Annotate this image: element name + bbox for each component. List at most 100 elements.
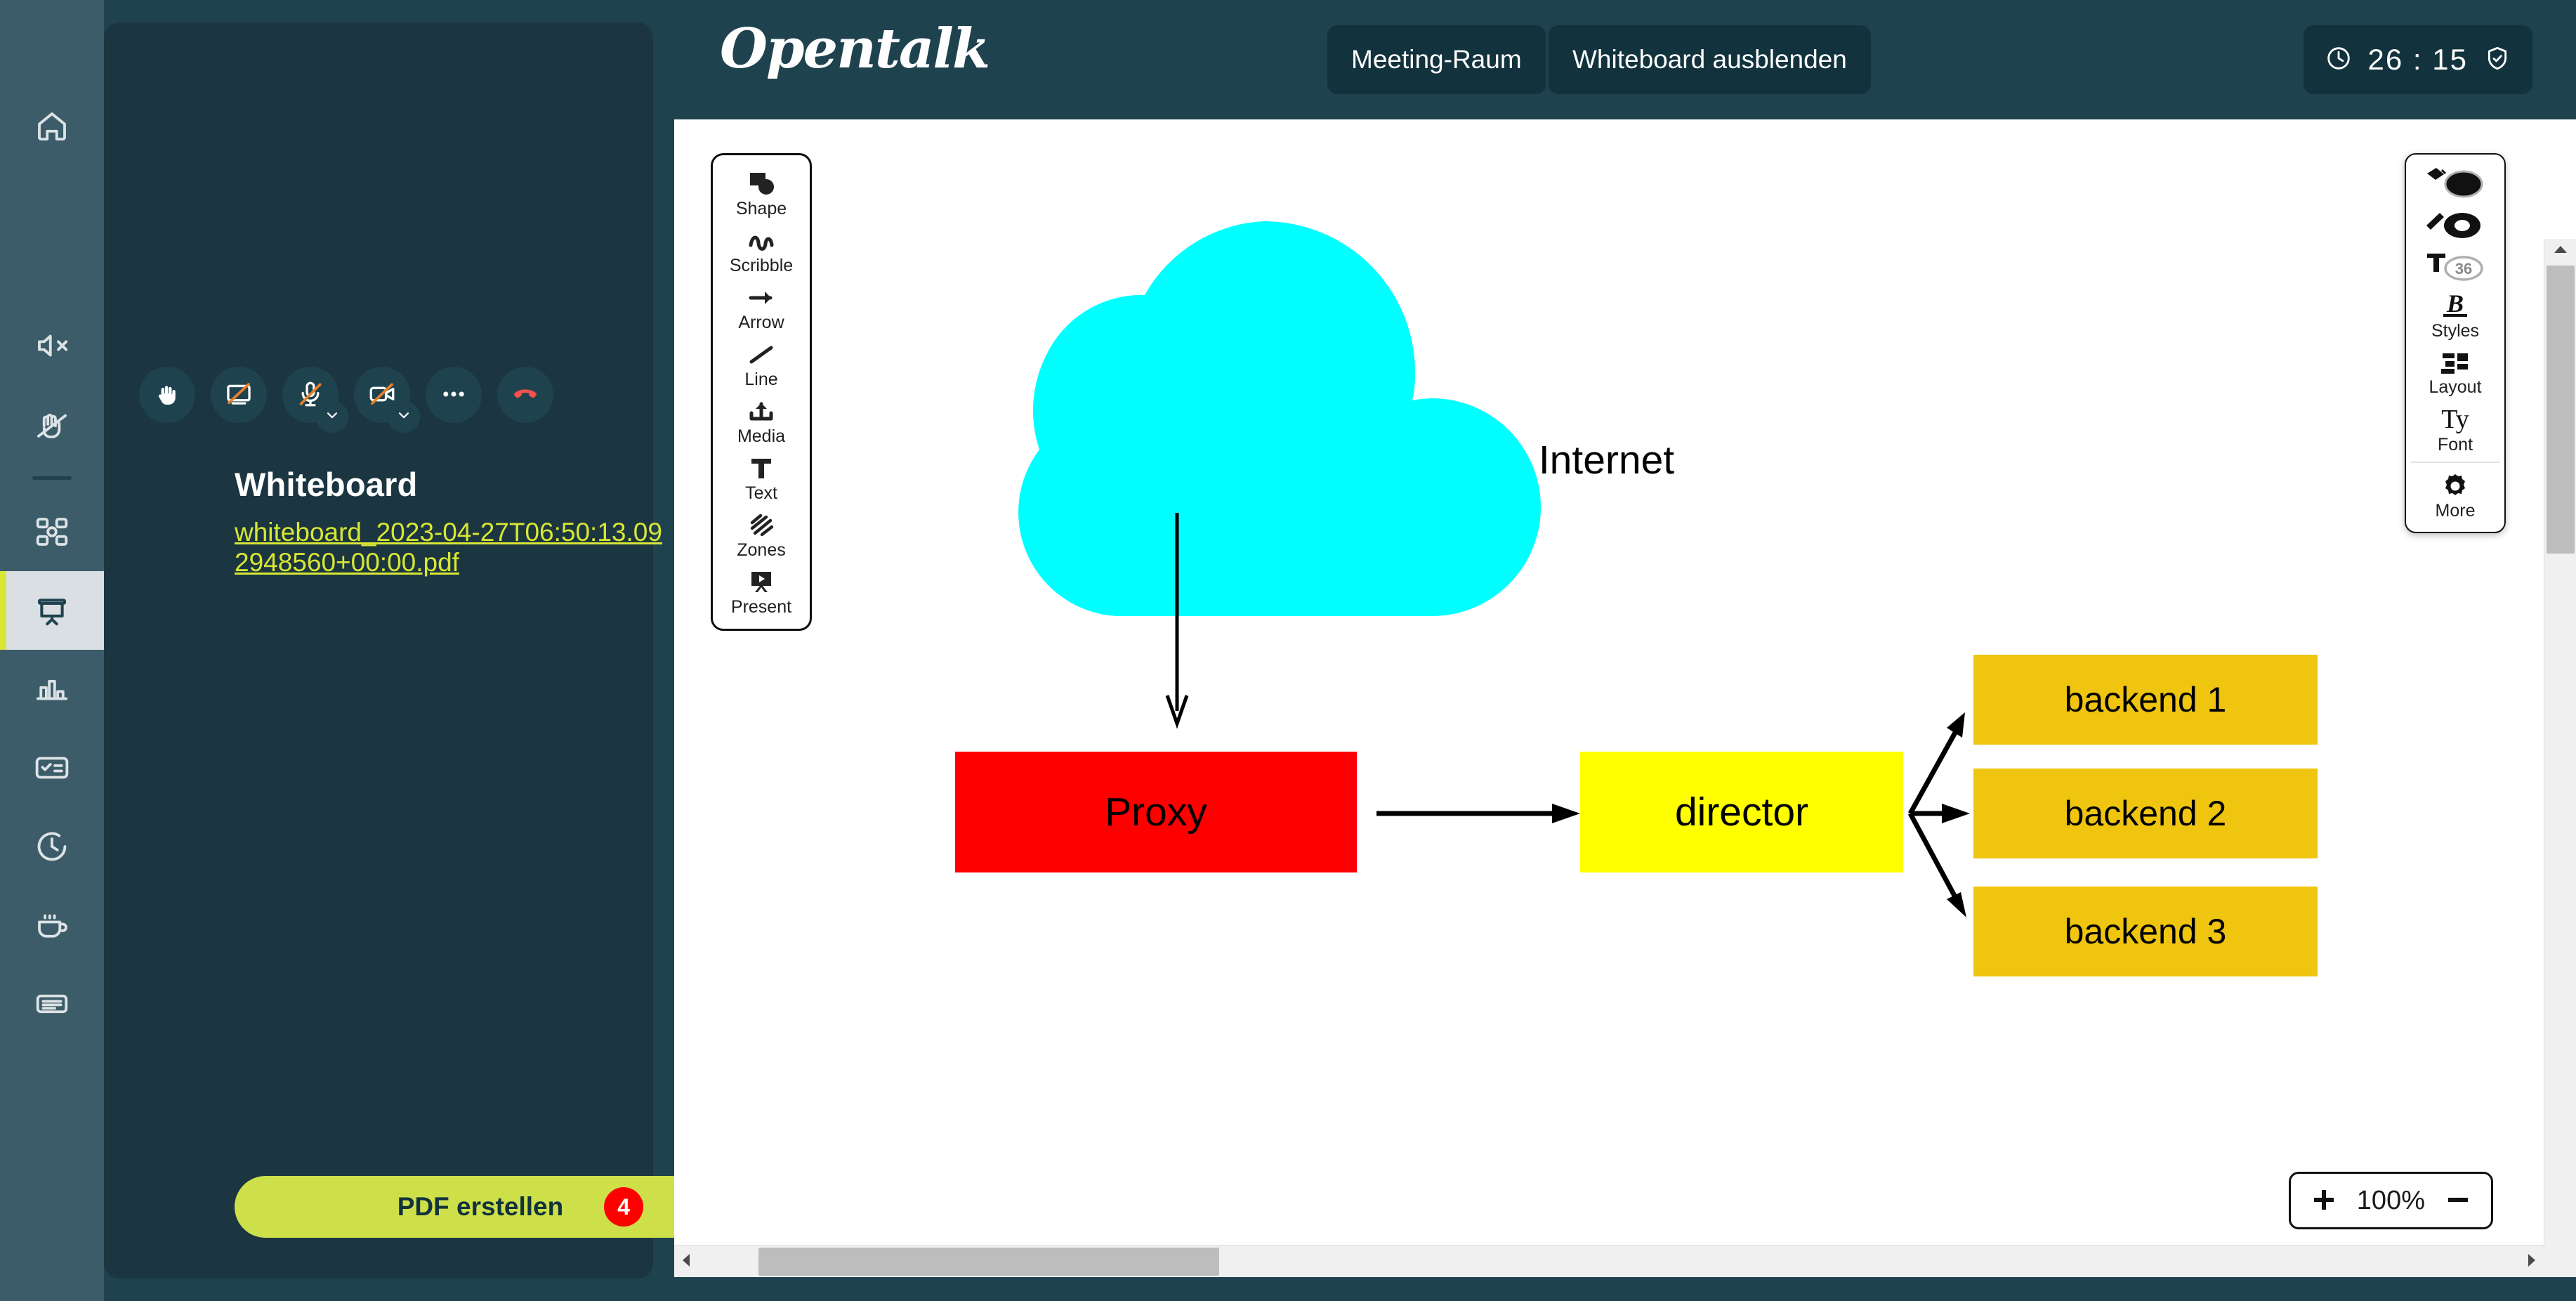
diagram-edge-director-backends bbox=[1907, 712, 1970, 917]
zoom-out-button[interactable] bbox=[2443, 1186, 2473, 1215]
diagram-label-director: director bbox=[1674, 790, 1809, 835]
side-panel: Whiteboard whiteboard_2023-04-27T06:50:1… bbox=[104, 22, 726, 1279]
whiteboard-canvas[interactable]: Internet Proxy director backend 1 backen… bbox=[674, 119, 2576, 1277]
microphone-button[interactable] bbox=[282, 367, 339, 423]
microphone-off-icon bbox=[296, 379, 325, 411]
meeting-timer[interactable]: 26 : 15 bbox=[2303, 25, 2532, 94]
sidebar-item-hand-off[interactable] bbox=[0, 385, 104, 464]
meeting-controls bbox=[139, 367, 553, 433]
sidebar-item-protocol[interactable] bbox=[0, 965, 104, 1043]
tool-scribble-label: Scribble bbox=[729, 256, 794, 275]
caret-up-icon bbox=[2554, 244, 2568, 257]
page-title: Whiteboard bbox=[235, 466, 418, 503]
sidebar-item-coffee-break[interactable] bbox=[0, 886, 104, 965]
create-pdf-button[interactable]: PDF erstellen 4 bbox=[235, 1176, 726, 1238]
zones-icon bbox=[745, 511, 777, 540]
sidebar-item-tiles[interactable] bbox=[0, 492, 104, 571]
vertical-scroll-thumb[interactable] bbox=[2547, 266, 2575, 554]
bar-chart-icon bbox=[33, 670, 71, 708]
microphone-options-caret[interactable] bbox=[316, 400, 348, 433]
diagram-label-backend3: backend 3 bbox=[2064, 912, 2227, 951]
font-size-picker[interactable]: 36 bbox=[2405, 244, 2506, 286]
diagram-edge-internet-proxy bbox=[1165, 513, 1189, 729]
tool-arrow-label: Arrow bbox=[738, 313, 784, 332]
zoom-in-button[interactable] bbox=[2309, 1186, 2339, 1215]
diagram-label-backend1: backend 1 bbox=[2064, 680, 2227, 719]
diagram-node-internet bbox=[1018, 221, 1541, 616]
scroll-right-button[interactable] bbox=[2520, 1246, 2544, 1278]
app-header: Opentalk Meeting-Raum Whiteboard ausblen… bbox=[653, 0, 2576, 119]
raise-hand-control bbox=[139, 367, 195, 423]
font-button[interactable]: Ty Font bbox=[2405, 400, 2506, 457]
timer-value: 26 : 15 bbox=[2367, 43, 2468, 76]
camera-off-icon bbox=[367, 379, 397, 411]
tool-text[interactable]: Text bbox=[711, 448, 812, 505]
sidebar-item-speaker-off[interactable] bbox=[0, 306, 104, 385]
scroll-left-button[interactable] bbox=[674, 1246, 698, 1278]
raise-hand-button[interactable] bbox=[139, 367, 195, 423]
pencil-stroke-icon bbox=[2423, 209, 2488, 241]
drawing-surface[interactable]: Internet Proxy director backend 1 backen… bbox=[674, 119, 2539, 1242]
rail-divider bbox=[32, 476, 72, 480]
style-palette-divider bbox=[2410, 462, 2500, 463]
scroll-up-button[interactable] bbox=[2544, 239, 2576, 263]
text-t-icon bbox=[745, 455, 777, 483]
create-pdf-label: PDF erstellen bbox=[397, 1192, 564, 1221]
tool-line[interactable]: Line bbox=[711, 334, 812, 391]
tiles-icon bbox=[33, 513, 71, 551]
stroke-color-picker[interactable] bbox=[2405, 203, 2506, 244]
tab-whiteboard-toggle[interactable]: Whiteboard ausblenden bbox=[1549, 25, 1871, 94]
whiteboard-tool-palette: Shape Scribble Arrow Line Media bbox=[711, 153, 812, 631]
clock-icon bbox=[2325, 44, 2353, 76]
sidebar-item-home[interactable] bbox=[0, 87, 104, 166]
tool-scribble[interactable]: Scribble bbox=[711, 221, 812, 277]
horizontal-scroll-thumb[interactable] bbox=[758, 1248, 1219, 1276]
shape-icon bbox=[745, 170, 777, 198]
layout-button[interactable]: Layout bbox=[2405, 344, 2506, 400]
more-options-button[interactable] bbox=[426, 367, 482, 423]
plus-icon bbox=[2312, 1188, 2336, 1214]
tool-media[interactable]: Media bbox=[711, 391, 812, 448]
hang-up-button[interactable] bbox=[497, 367, 553, 423]
paint-bucket-icon bbox=[2423, 166, 2488, 200]
font-size-value: 36 bbox=[2455, 260, 2472, 277]
whiteboard-style-palette: 36 B Styles Layout Ty Font bbox=[2405, 153, 2506, 533]
svg-text:Ty: Ty bbox=[2441, 405, 2469, 434]
notes-icon bbox=[33, 985, 71, 1023]
hang-up-control bbox=[497, 367, 553, 423]
more-button[interactable]: More bbox=[2405, 464, 2506, 523]
camera-options-caret[interactable] bbox=[388, 400, 420, 433]
share-screen-button[interactable] bbox=[211, 367, 267, 423]
screen-share-off-icon bbox=[224, 379, 254, 411]
tool-shape-label: Shape bbox=[735, 199, 787, 218]
tool-shape[interactable]: Shape bbox=[711, 164, 812, 221]
more-label: More bbox=[2435, 501, 2476, 521]
sidebar-item-whiteboard[interactable] bbox=[0, 571, 104, 650]
fill-color-picker[interactable] bbox=[2405, 160, 2506, 203]
chevron-down-icon bbox=[324, 407, 340, 426]
pdf-link-row: whiteboard_2023-04-27T06:50:13.092948560… bbox=[235, 518, 726, 589]
camera-control bbox=[354, 367, 420, 433]
styles-button[interactable]: B Styles bbox=[2405, 286, 2506, 344]
whiteboard-vertical-scrollbar[interactable] bbox=[2544, 239, 2576, 1277]
more-options-control bbox=[426, 367, 482, 423]
network-diagram bbox=[955, 221, 2318, 976]
font-label: Font bbox=[2437, 435, 2473, 455]
diagram-node-backend1 bbox=[1973, 655, 2318, 745]
whiteboard-horizontal-scrollbar[interactable] bbox=[674, 1245, 2576, 1277]
sidebar-item-timer[interactable] bbox=[0, 807, 104, 886]
diagram-node-director bbox=[1580, 752, 1903, 872]
home-icon bbox=[33, 107, 71, 145]
pdf-download-link[interactable]: whiteboard_2023-04-27T06:50:13.092948560… bbox=[235, 518, 662, 577]
tool-present[interactable]: Present bbox=[711, 562, 812, 619]
tool-arrow[interactable]: Arrow bbox=[711, 277, 812, 334]
tab-meeting-raum[interactable]: Meeting-Raum bbox=[1327, 25, 1546, 94]
scribble-icon bbox=[745, 227, 777, 255]
styles-label: Styles bbox=[2431, 321, 2480, 341]
chevron-down-icon bbox=[396, 407, 412, 426]
tool-zones[interactable]: Zones bbox=[711, 505, 812, 562]
sidebar-item-legal-vote[interactable] bbox=[0, 728, 104, 807]
layout-icon bbox=[2436, 349, 2475, 377]
tool-present-label: Present bbox=[730, 597, 792, 617]
sidebar-item-poll[interactable] bbox=[0, 650, 104, 728]
